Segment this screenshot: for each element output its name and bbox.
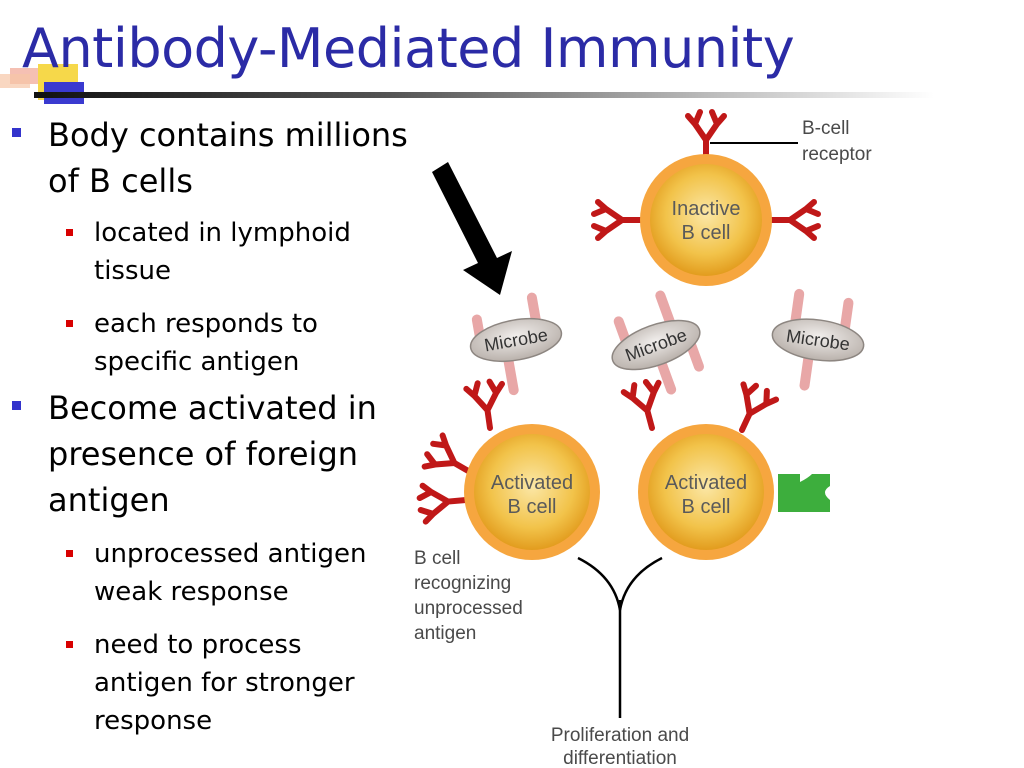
bullet-marker-icon: [12, 128, 21, 137]
proliferation-label-line2: differentiation: [563, 748, 677, 768]
receptor-label-line2: receptor: [802, 144, 872, 165]
activated-b-cell-right: Activated B cell: [623, 379, 778, 560]
recognizing-label-line2: recognizing: [414, 573, 511, 594]
receptor-label-line1: B-cell: [802, 118, 850, 139]
activated-cell-label-1: Activated: [665, 472, 747, 494]
sub-bullet-text: each responds to specific antigen: [94, 309, 318, 377]
slide-title: Antibody-Mediated Immunity: [22, 17, 795, 80]
sub-bullet-marker-icon: [66, 550, 73, 557]
sub-bullet-item: located in lymphoid tissue: [66, 214, 424, 290]
recognizing-label-line4: antigen: [414, 623, 476, 644]
sub-bullet-marker-icon: [66, 229, 73, 236]
sub-bullet-text: need to process antigen for stronger res…: [94, 630, 355, 736]
activated-cell-label-2: B cell: [682, 496, 731, 518]
sub-bullet-marker-icon: [66, 641, 73, 648]
processed-antigen-icon: [778, 474, 830, 512]
activated-b-cell-left: Activated B cell: [419, 380, 600, 560]
title-underline: [34, 92, 934, 98]
recognizing-label-line3: unprocessed: [414, 598, 523, 619]
microbe-right: Microbe: [771, 288, 865, 391]
activated-cell-label-1: Activated: [491, 472, 573, 494]
recognizing-label-line1: B cell: [414, 548, 460, 569]
sub-bullet-item: each responds to specific antigen: [66, 305, 424, 381]
inactive-cell-label-1: Inactive: [672, 198, 741, 220]
sub-bullet-text: located in lymphoid tissue: [94, 218, 351, 286]
bullet-item: Become activated in presence of foreign …: [12, 385, 468, 523]
pointer-arrow-icon: [432, 162, 512, 295]
bullet-text: Become activated in presence of foreign …: [48, 389, 377, 519]
bullet-marker-icon: [12, 401, 21, 410]
sub-bullet-item: need to process antigen for stronger res…: [66, 626, 424, 740]
microbe-left: Microbe: [469, 292, 563, 396]
sub-bullet-text: unprocessed antigen weak response: [94, 539, 367, 607]
sub-bullet-marker-icon: [66, 320, 73, 327]
proliferation-label-line1: Proliferation and: [551, 725, 689, 746]
bullet-text: Body contains millions of B cells: [48, 116, 408, 200]
activated-cell-label-2: B cell: [508, 496, 557, 518]
inactive-cell-label-2: B cell: [682, 222, 731, 244]
sub-bullet-item: unprocessed antigen weak response: [66, 535, 424, 611]
inactive-b-cell: Inactive B cell: [594, 112, 818, 286]
bullet-item: Body contains millions of B cells: [12, 112, 468, 204]
